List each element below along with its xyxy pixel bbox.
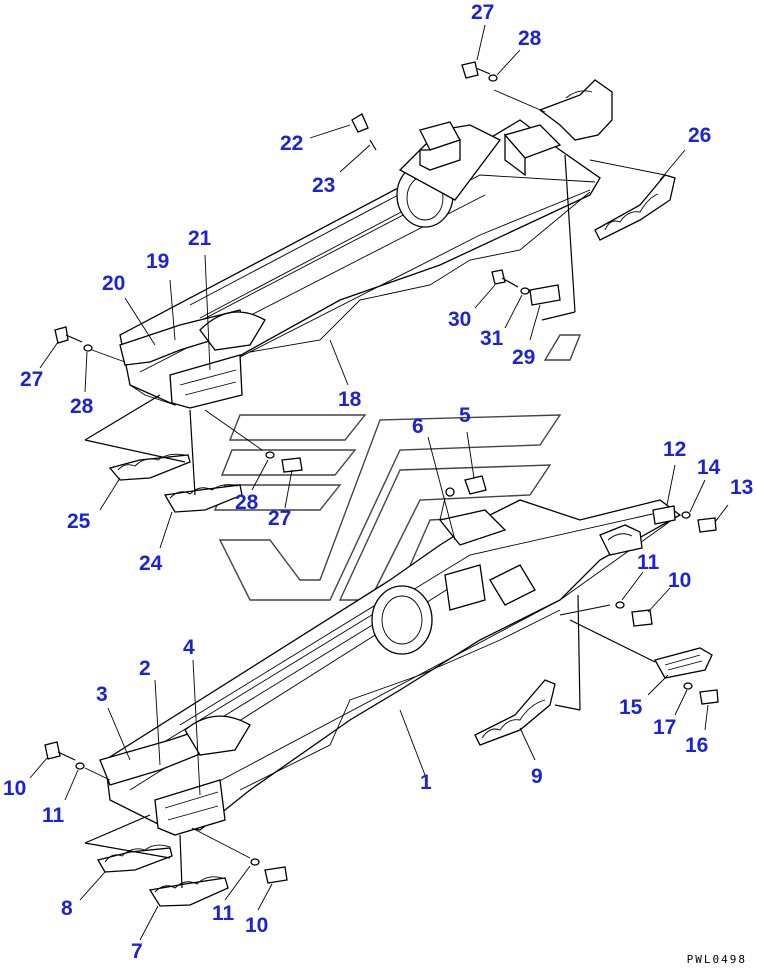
callout-31: 31 xyxy=(480,327,504,350)
callout-19: 19 xyxy=(146,250,170,273)
callout-27-mid: 27 xyxy=(268,507,292,530)
callout-10-bottom: 10 xyxy=(245,914,269,937)
drawing-code: PWL0498 xyxy=(686,953,747,966)
callout-11-left: 11 xyxy=(42,804,65,827)
callout-10-left: 10 xyxy=(3,777,27,800)
callout-28-mid: 28 xyxy=(235,491,259,514)
leader-lines xyxy=(29,24,729,941)
callout-10-right: 10 xyxy=(668,569,692,592)
callout-20: 20 xyxy=(102,272,126,295)
callout-22: 22 xyxy=(280,132,304,155)
callout-24: 24 xyxy=(139,552,163,575)
callout-27-left: 27 xyxy=(20,368,44,391)
callout-7: 7 xyxy=(131,940,143,963)
callout-25: 25 xyxy=(67,510,91,533)
callout-13: 13 xyxy=(730,476,754,499)
callout-21: 21 xyxy=(188,227,212,250)
callout-8: 8 xyxy=(61,897,73,920)
callout-26: 26 xyxy=(688,124,712,147)
callout-15: 15 xyxy=(619,696,643,719)
upper-track-frame xyxy=(119,79,613,409)
lower-track-frame xyxy=(99,499,682,836)
callout-28-top: 28 xyxy=(518,27,542,50)
callout-30: 30 xyxy=(448,308,472,331)
callout-6: 6 xyxy=(412,415,424,438)
lower-hardware xyxy=(44,436,719,907)
callout-2: 2 xyxy=(139,657,151,680)
callout-11-bottom: 11 xyxy=(212,902,235,925)
callout-5: 5 xyxy=(459,404,471,427)
callout-4: 4 xyxy=(183,636,195,659)
callout-23: 23 xyxy=(312,174,336,197)
callout-12: 12 xyxy=(663,438,687,461)
callout-11-right: 11 xyxy=(637,551,660,574)
callout-1: 1 xyxy=(420,771,432,794)
callout-18: 18 xyxy=(338,388,362,411)
callout-3: 3 xyxy=(96,683,108,706)
callout-17: 17 xyxy=(653,716,677,739)
callout-14: 14 xyxy=(697,456,721,479)
callout-28-left: 28 xyxy=(70,395,94,418)
callout-16: 16 xyxy=(685,734,709,757)
callout-27-top: 27 xyxy=(471,1,495,24)
callout-9: 9 xyxy=(531,765,543,788)
callout-29: 29 xyxy=(512,346,536,369)
upper-hardware xyxy=(54,61,676,513)
